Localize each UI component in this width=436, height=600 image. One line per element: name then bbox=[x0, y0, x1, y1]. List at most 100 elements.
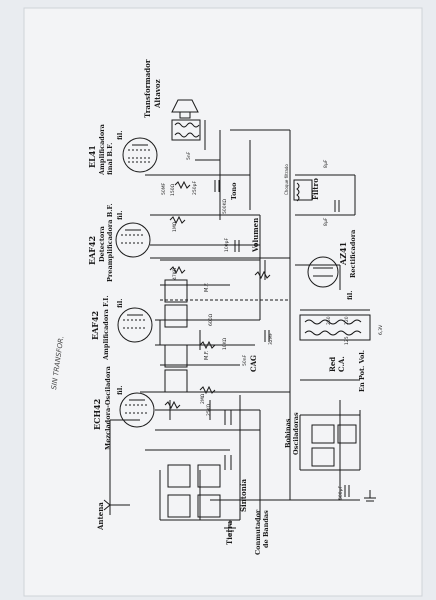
if-transformer-2 bbox=[164, 344, 188, 393]
value-r-500k: 500KΩ bbox=[222, 198, 228, 214]
svg-text:EL41: EL41 bbox=[87, 145, 97, 168]
ech42-fil-label: fil. bbox=[116, 386, 124, 395]
eaf42-det-fil-label: fil. bbox=[116, 211, 124, 220]
svg-text:Preamplificadora B.F.: Preamplificadora B.F. bbox=[106, 203, 114, 282]
value-c-5nf: 5nF bbox=[186, 151, 192, 160]
svg-text:Rectificadora: Rectificadora bbox=[349, 229, 357, 278]
tube-eaf42-detector bbox=[115, 222, 151, 258]
az41-fil-label: fil. bbox=[346, 291, 354, 300]
tube-eaf42-if-code: EAF42 bbox=[90, 311, 100, 340]
tone-label: Tono bbox=[230, 182, 238, 200]
svg-text:5nF: 5nF bbox=[186, 151, 192, 160]
svg-text:En Pot. Vol.: En Pot. Vol. bbox=[358, 350, 366, 392]
cag-label: CAG bbox=[249, 355, 258, 372]
speaker-icon bbox=[171, 99, 199, 119]
tuning-capacitor bbox=[224, 410, 232, 470]
tube-el41-role-1: Amplificadora bbox=[98, 123, 106, 176]
value-c-250pf: 250pF bbox=[192, 181, 198, 195]
svg-text:Altavoz: Altavoz bbox=[153, 79, 162, 109]
svg-text:500KΩ: 500KΩ bbox=[222, 198, 228, 214]
svg-text:8µF: 8µF bbox=[323, 217, 329, 226]
oscillator-coils bbox=[311, 424, 357, 467]
tube-eaf42-detector-role-1: Detectora bbox=[98, 225, 106, 262]
tube-ech42-role-1: Mezcladora-Osciladora bbox=[104, 365, 112, 450]
antenna-icon bbox=[103, 499, 111, 515]
svg-text:Sintonía: Sintonía bbox=[239, 479, 248, 512]
svg-text:25KΩ: 25KΩ bbox=[206, 403, 212, 416]
svg-text:1MΩ: 1MΩ bbox=[172, 221, 178, 232]
svg-text:500pF: 500pF bbox=[338, 486, 344, 500]
filter-label: Filtro bbox=[311, 178, 320, 200]
transformer-label-1: Transformador bbox=[143, 59, 152, 118]
tube-ech42 bbox=[119, 392, 155, 428]
ground-icon bbox=[224, 520, 236, 535]
tube-el41-role-2: final B.F. bbox=[106, 143, 114, 175]
value-c-50mf: 50MF bbox=[161, 182, 167, 195]
svg-text:125: 125 bbox=[344, 336, 350, 345]
value-v-220: 220 bbox=[344, 316, 350, 325]
value-r-25k: 25KΩ bbox=[206, 403, 212, 416]
svg-text:Antena: Antena bbox=[96, 502, 105, 531]
svg-text:fil.: fil. bbox=[116, 299, 124, 308]
svg-text:100pF: 100pF bbox=[224, 238, 230, 252]
svg-text:AZ41: AZ41 bbox=[338, 242, 348, 266]
osc-coils-label-1: Bobinas bbox=[284, 418, 292, 448]
tube-eaf42-detector-code: EAF42 bbox=[87, 236, 97, 265]
svg-text:fil.: fil. bbox=[346, 291, 354, 300]
eaf42-if-fil-label: fil. bbox=[116, 299, 124, 308]
svg-text:250: 250 bbox=[326, 316, 332, 325]
value-r-47k: 47KΩ bbox=[172, 267, 178, 280]
svg-text:Detectora: Detectora bbox=[98, 225, 106, 262]
ground-label: Tierra bbox=[225, 520, 234, 545]
value-r-600: 600Ω bbox=[208, 313, 214, 326]
svg-text:M.F.: M.F. bbox=[204, 282, 210, 292]
value-c-100pf: 100pF bbox=[224, 238, 230, 252]
svg-text:M.F.: M.F. bbox=[204, 350, 210, 360]
svg-text:Conmutador: Conmutador bbox=[254, 509, 262, 555]
svg-text:Filtro: Filtro bbox=[311, 178, 320, 200]
svg-text:2MΩ: 2MΩ bbox=[200, 393, 206, 404]
svg-text:Bobinas: Bobinas bbox=[284, 418, 292, 448]
svg-text:final B.F.: final B.F. bbox=[106, 143, 114, 175]
svg-text:220: 220 bbox=[344, 316, 350, 325]
power-transformer bbox=[299, 314, 371, 341]
pot-vol-label: En Pot. Vol. bbox=[358, 350, 366, 392]
svg-text:250pF: 250pF bbox=[192, 181, 198, 195]
svg-text:Mezcladora-Osciladora: Mezcladora-Osciladora bbox=[104, 365, 112, 450]
svg-text:50MF: 50MF bbox=[161, 182, 167, 195]
svg-text:fil.: fil. bbox=[116, 386, 124, 395]
value-c-8mf-a: 8µF bbox=[323, 217, 329, 226]
svg-text:Transformador: Transformador bbox=[143, 59, 152, 118]
tube-az41 bbox=[307, 256, 339, 288]
svg-text:Volumen: Volumen bbox=[251, 218, 260, 253]
tuning-label: Sintonía bbox=[239, 479, 248, 512]
choke-label: Choque filtrado bbox=[284, 164, 289, 195]
band-switch-label-1: Conmutador bbox=[254, 509, 262, 555]
svg-text:Tierra: Tierra bbox=[225, 520, 234, 545]
value-c-50nf: 50nF bbox=[242, 354, 248, 366]
svg-text:Red: Red bbox=[328, 357, 337, 372]
tube-ech42-code: ECH42 bbox=[92, 399, 102, 430]
svg-text:Osciladoras: Osciladoras bbox=[292, 412, 300, 455]
svg-text:32MF: 32MF bbox=[268, 332, 274, 345]
svg-text:ECH42: ECH42 bbox=[92, 399, 102, 430]
svg-text:de Bandas: de Bandas bbox=[262, 510, 270, 548]
output-transformer bbox=[171, 119, 201, 141]
ground-icon-2 bbox=[364, 490, 376, 502]
el41-fil-label: fil. bbox=[116, 131, 124, 140]
mains-label-2: C.A. bbox=[337, 356, 346, 372]
svg-text:C.A.: C.A. bbox=[337, 356, 346, 372]
volume-label: Volumen bbox=[251, 218, 260, 253]
value-v-125: 125 bbox=[344, 336, 350, 345]
filter-choke bbox=[293, 179, 313, 202]
svg-text:600Ω: 600Ω bbox=[208, 313, 214, 326]
svg-text:Tono: Tono bbox=[230, 182, 238, 200]
value-r-10k: 10KΩ bbox=[222, 337, 228, 350]
tube-eaf42-if bbox=[117, 307, 153, 343]
value-r-1m: 1MΩ bbox=[172, 221, 178, 232]
tube-eaf42-detector-role-2: Preamplificadora B.F. bbox=[106, 203, 114, 282]
value-v-250: 250 bbox=[326, 316, 332, 325]
svg-text:150Ω: 150Ω bbox=[170, 183, 176, 196]
